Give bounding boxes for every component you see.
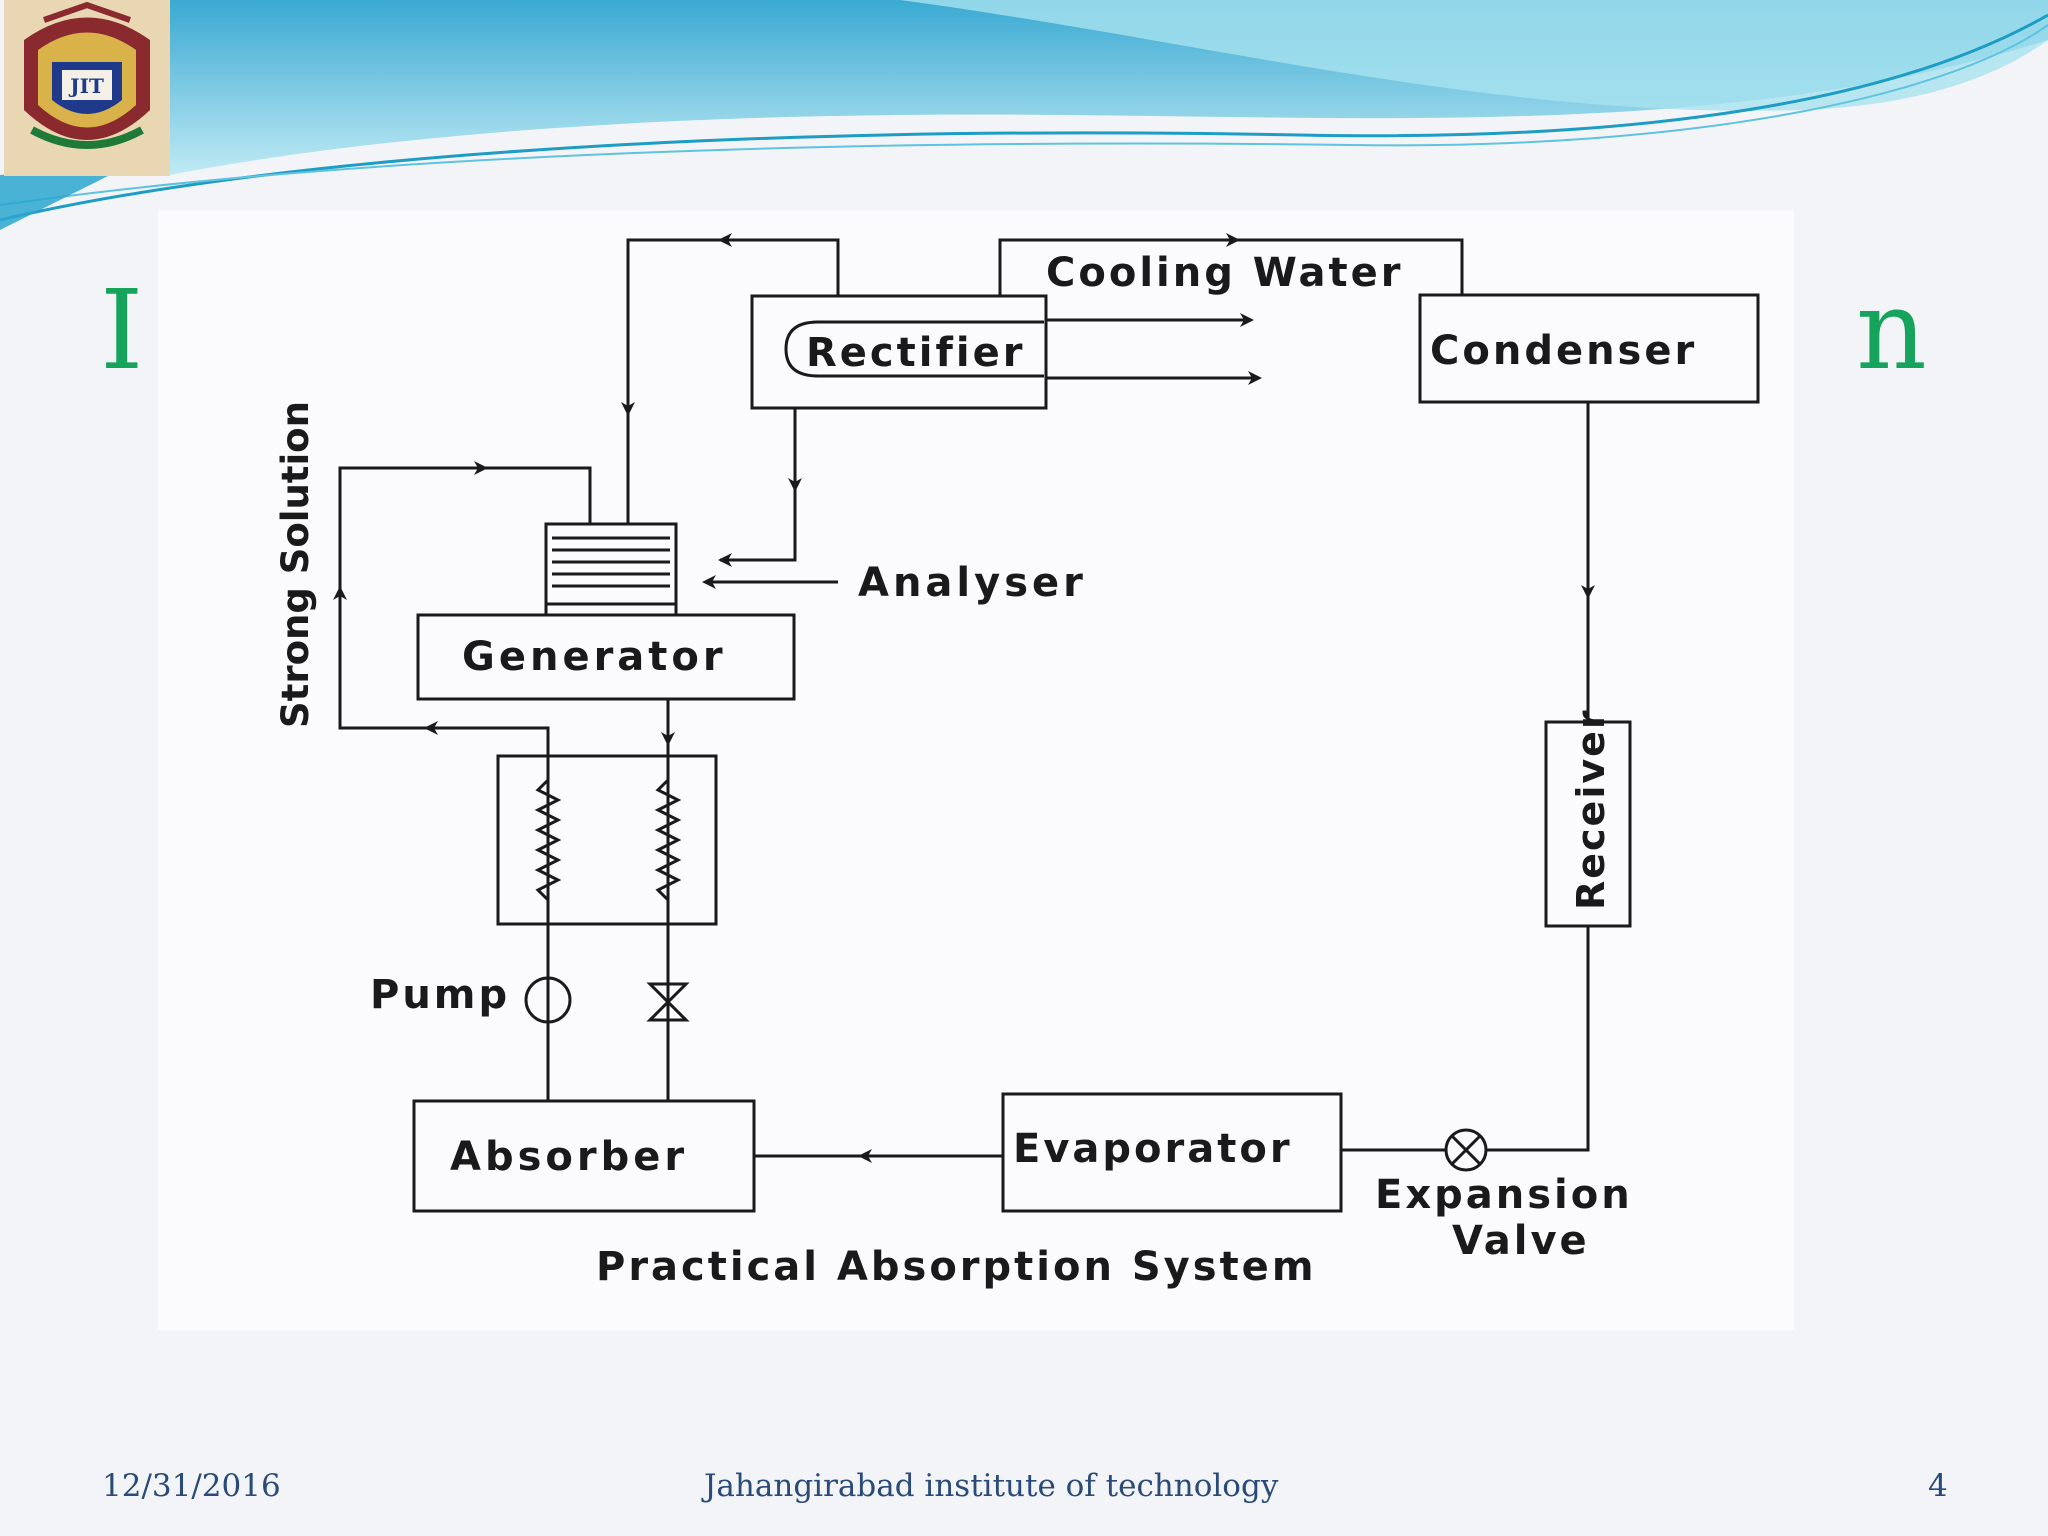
pump-label: Pump bbox=[370, 972, 510, 1018]
cooling-water-label: Cooling Water bbox=[1046, 250, 1403, 296]
cooling-water-top-pipe bbox=[626, 238, 840, 524]
evaporator-label: Evaporator bbox=[1013, 1126, 1293, 1172]
institute-logo: JIT bbox=[4, 0, 170, 176]
slide-title-left-fragment: I bbox=[100, 266, 144, 394]
diagram-caption: Practical Absorption System bbox=[596, 1244, 1317, 1290]
diagram-panel bbox=[158, 210, 1794, 1330]
slide-title-right-fragment: n bbox=[1856, 266, 1927, 394]
evaporator-box bbox=[1001, 1092, 1343, 1213]
receiver-label: Receiver bbox=[1569, 708, 1613, 910]
expansion-label: Expansion bbox=[1375, 1172, 1633, 1218]
footer-date: 12/31/2016 bbox=[102, 1468, 281, 1504]
heat-exchanger-box bbox=[496, 754, 718, 926]
analyser-plates-icon bbox=[552, 536, 670, 588]
rectifier-label: Rectifier bbox=[806, 330, 1025, 376]
header-wave-decoration bbox=[0, 0, 2048, 240]
condenser-label: Condenser bbox=[1430, 328, 1697, 374]
generator-box bbox=[416, 613, 796, 701]
receiver-to-valve-pipe bbox=[1486, 926, 1590, 1152]
logo-letters: JIT bbox=[68, 74, 104, 98]
analyser-label: Analyser bbox=[858, 560, 1087, 606]
generator-label: Generator bbox=[462, 634, 727, 680]
pump-icon bbox=[524, 976, 572, 1024]
rectifier-coil-icon bbox=[784, 320, 1044, 378]
footer-institute-name: Jahangirabad institute of technology bbox=[704, 1468, 1279, 1504]
absorber-label: Absorber bbox=[450, 1134, 688, 1180]
heat-exchanger-coil-right bbox=[654, 778, 682, 902]
footer-page-number: 4 bbox=[1928, 1468, 1948, 1504]
rectifier-box bbox=[750, 294, 1048, 410]
analyser-box bbox=[544, 522, 678, 606]
strong-solution-label: Strong Solution bbox=[274, 401, 317, 728]
valve-label: Valve bbox=[1452, 1218, 1590, 1264]
throttle-valve-icon bbox=[646, 982, 690, 1022]
heat-exchanger-coil-left bbox=[534, 778, 562, 902]
rectifier-drain-pipe bbox=[720, 408, 797, 562]
